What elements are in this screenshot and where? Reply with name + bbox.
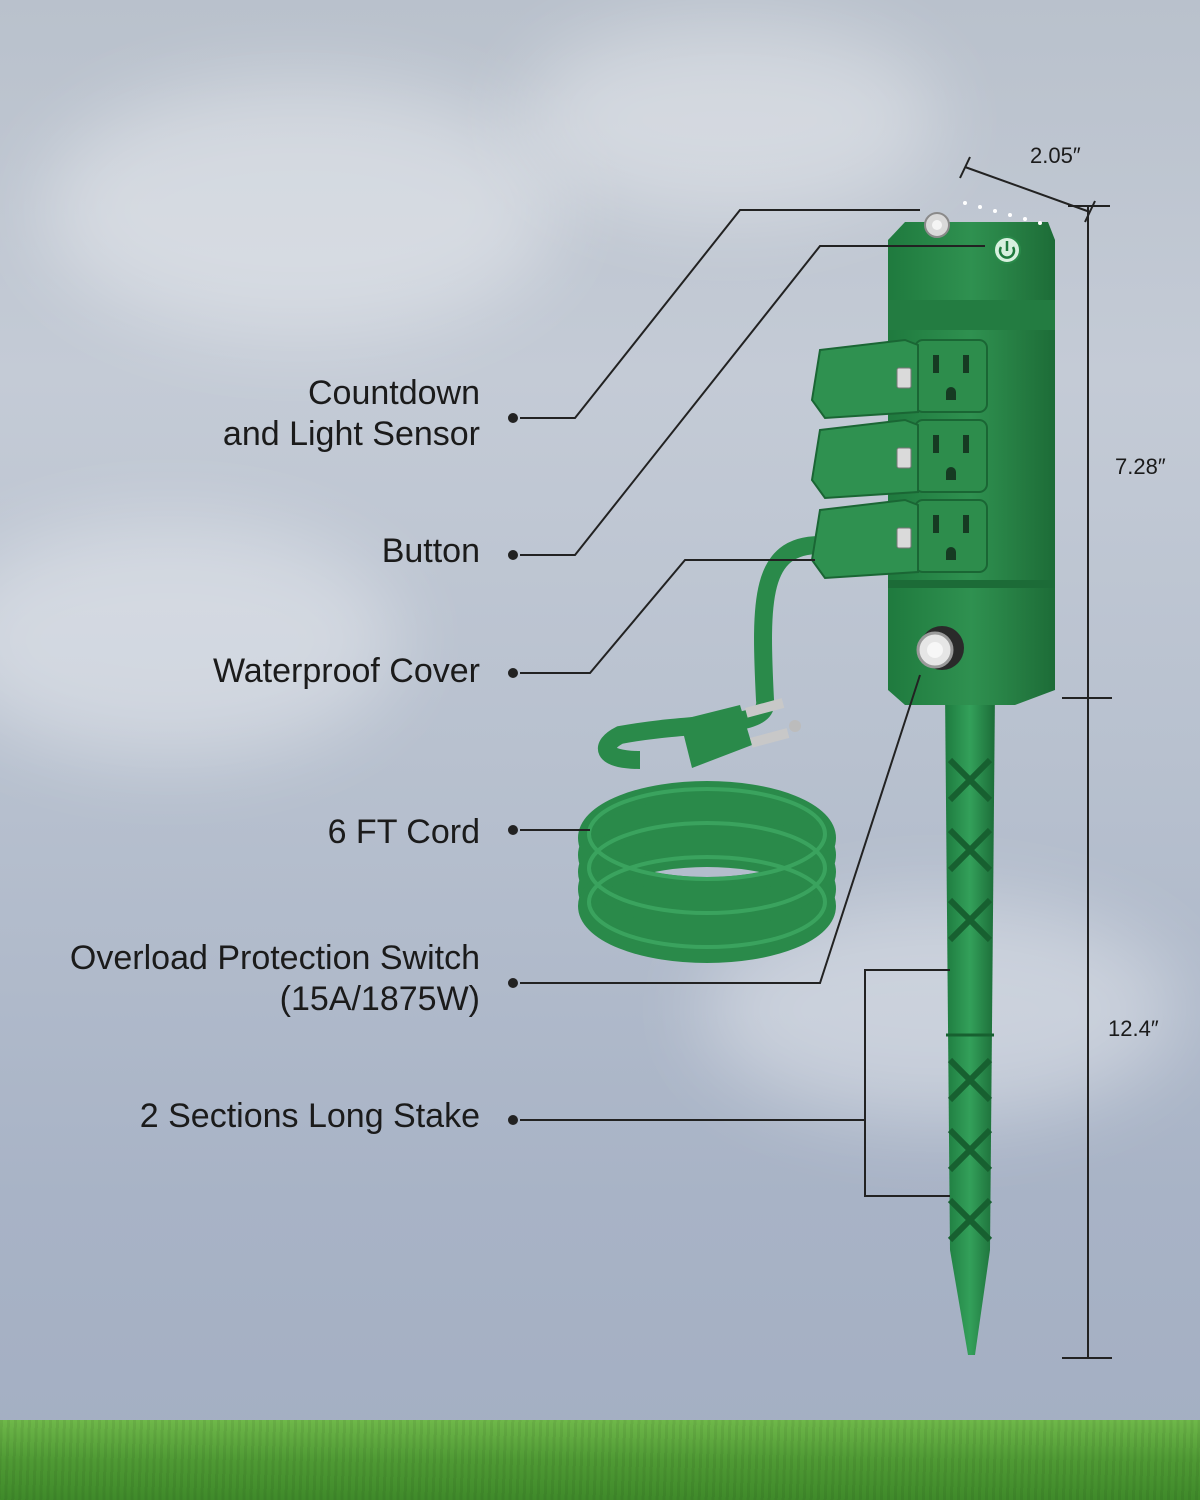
callout-dot-button bbox=[508, 550, 518, 560]
label-stake: 2 Sections Long Stake bbox=[139, 1097, 480, 1135]
dimension-lines bbox=[959, 156, 1112, 1359]
cloud-3 bbox=[0, 520, 400, 760]
light-sensor-icon bbox=[924, 212, 950, 238]
indicator-leds bbox=[963, 201, 1042, 225]
label-button: Button bbox=[381, 532, 480, 570]
label-cord: 6 FT Cord bbox=[327, 813, 480, 851]
dimension-width: 2.05″ bbox=[1030, 143, 1081, 168]
label-overload-line2: (15A/1875W) bbox=[279, 980, 480, 1018]
cord-coil-highlight bbox=[587, 787, 827, 949]
label-overload-line1: Overload Protection Switch bbox=[69, 939, 480, 977]
label-countdown: Countdown and Light Sensor bbox=[223, 373, 480, 455]
cloud-1 bbox=[40, 80, 560, 340]
label-countdown-line1: Countdown bbox=[307, 374, 480, 412]
callout-dot-cord bbox=[508, 825, 518, 835]
cord-strand bbox=[598, 536, 821, 769]
callout-dot-waterproof bbox=[508, 668, 518, 678]
callout-dot-overload bbox=[508, 978, 518, 988]
dimension-stake-length: 12.4″ bbox=[1108, 1016, 1159, 1041]
callout-dot-countdown bbox=[508, 413, 518, 423]
overload-switch bbox=[916, 626, 964, 670]
cloud-2 bbox=[520, 20, 940, 220]
plug-icon bbox=[680, 698, 801, 768]
callout-lines bbox=[520, 209, 985, 1197]
grass-strip bbox=[0, 1420, 1200, 1500]
power-icon bbox=[993, 236, 1021, 264]
waterproof-covers bbox=[810, 338, 919, 580]
cover-hinges bbox=[896, 367, 912, 549]
dimension-head-height: 7.28″ bbox=[1115, 454, 1166, 479]
label-waterproof-cover: Waterproof Cover bbox=[212, 652, 480, 690]
stake bbox=[945, 690, 995, 1355]
label-overload: Overload Protection Switch (15A/1875W) bbox=[70, 938, 480, 1020]
label-countdown-line2: and Light Sensor bbox=[222, 415, 480, 453]
outlet-icon bbox=[914, 339, 988, 573]
callout-dot-stake bbox=[508, 1115, 518, 1125]
